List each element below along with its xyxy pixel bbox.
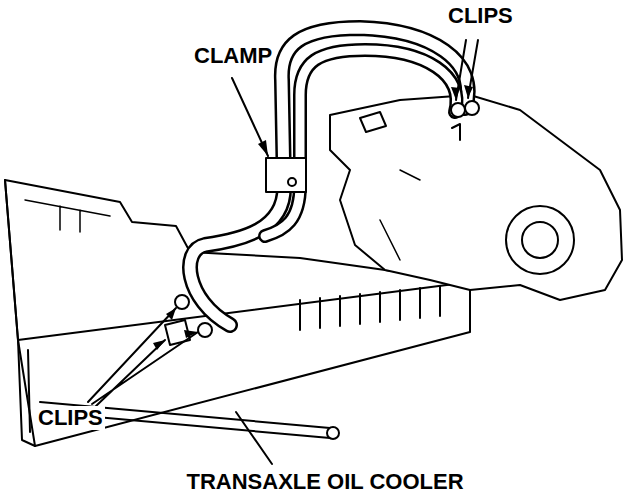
clips-label: CLIPS bbox=[36, 406, 105, 430]
cooler-label: TRANSAXLE OIL COOLER bbox=[184, 470, 465, 494]
clamp-label: CLAMP bbox=[192, 44, 274, 68]
clips-label: CLIPS bbox=[446, 4, 515, 28]
